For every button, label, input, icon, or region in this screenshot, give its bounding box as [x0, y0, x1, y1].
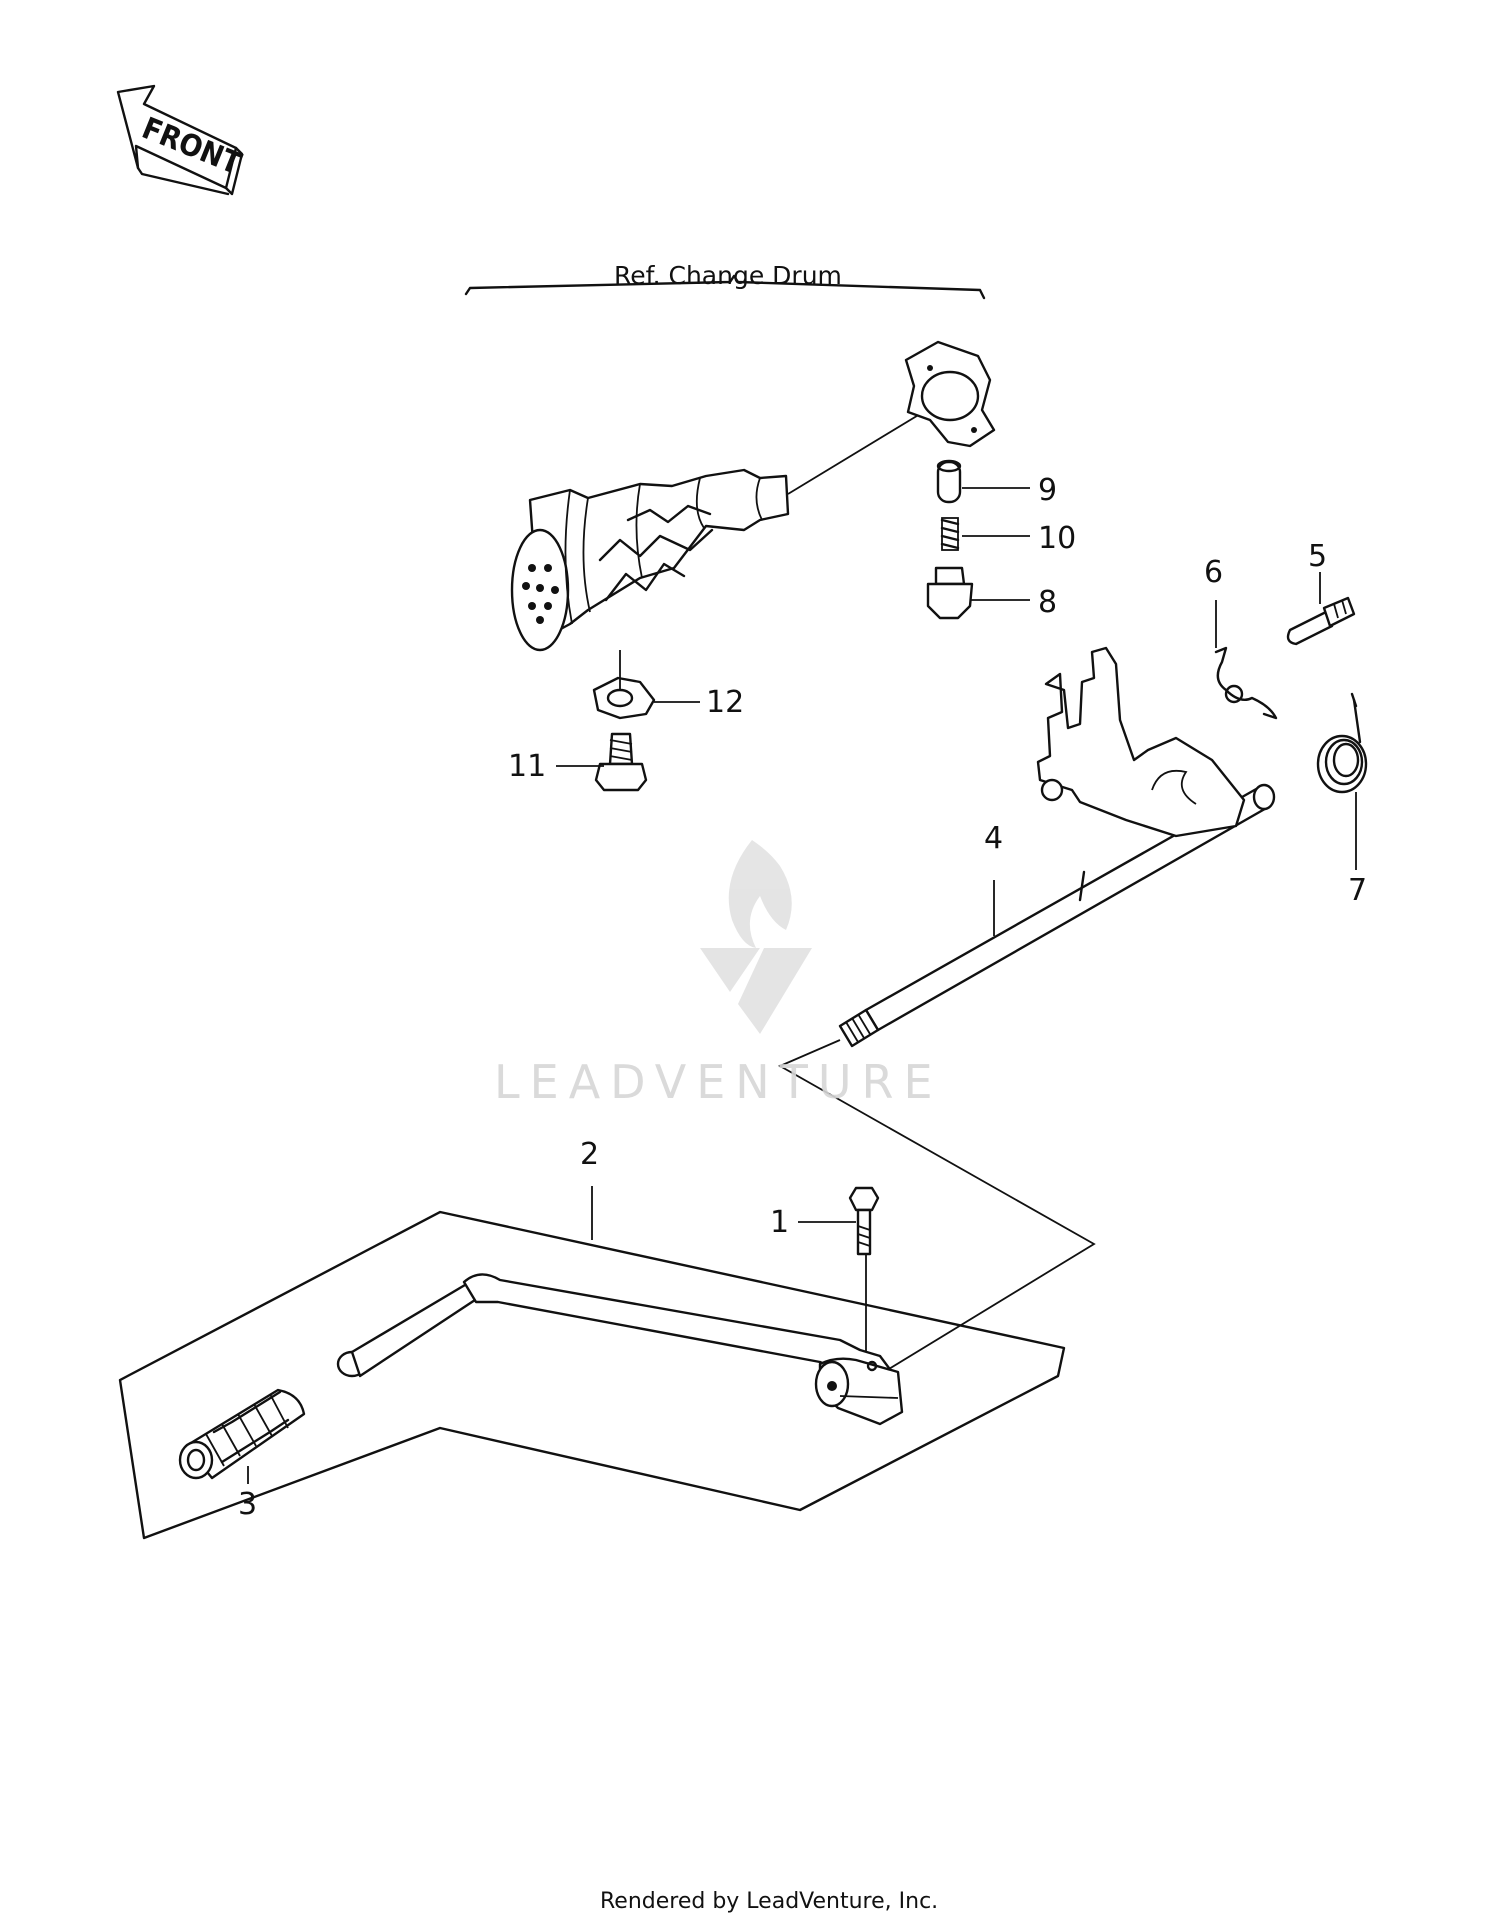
- pedal-group-outline: [118, 1186, 1066, 1540]
- callout-3: 3: [238, 1487, 257, 1522]
- callout-10: 10: [1038, 521, 1076, 556]
- callout-5: 5: [1308, 539, 1327, 574]
- drum-holder-part: [904, 340, 996, 448]
- leadventure-watermark: LEADVENTURE: [494, 840, 943, 1109]
- callout-4: 4: [984, 821, 1003, 856]
- pin-part-9: [936, 459, 1030, 504]
- watermark-text: LEADVENTURE: [494, 1055, 943, 1109]
- spring-part-7: [1316, 692, 1368, 870]
- callout-9: 9: [1038, 473, 1057, 508]
- footer-credit: Rendered by LeadVenture, Inc.: [600, 1889, 938, 1914]
- callout-7: 7: [1348, 873, 1367, 908]
- callout-12: 12: [706, 685, 744, 720]
- callout-8: 8: [1038, 585, 1057, 620]
- plug-part-8: [926, 566, 1030, 620]
- callout-2: 2: [580, 1137, 599, 1172]
- pin-part-5: [1286, 572, 1356, 646]
- callout-6: 6: [1204, 555, 1223, 590]
- spring-part-6: [1214, 600, 1278, 720]
- stopper-part-12: [592, 650, 700, 720]
- shift-shaft-part-4: [838, 646, 1276, 1048]
- change-drum-part: [510, 407, 931, 652]
- bolt-part-1: [798, 1186, 880, 1256]
- callout-11: 11: [508, 749, 546, 784]
- callout-1: 1: [770, 1205, 789, 1240]
- spring-part-10: [940, 517, 1030, 551]
- bolt-part-11: [556, 732, 648, 792]
- front-arrow-icon: FRONT: [116, 84, 246, 196]
- ref-change-drum-bracket: Ref. Change Drum: [464, 261, 986, 300]
- shift-pedal-part-2: [336, 1273, 904, 1426]
- rubber-part-3: [178, 1388, 306, 1484]
- ref-change-drum-label: Ref. Change Drum: [614, 261, 842, 290]
